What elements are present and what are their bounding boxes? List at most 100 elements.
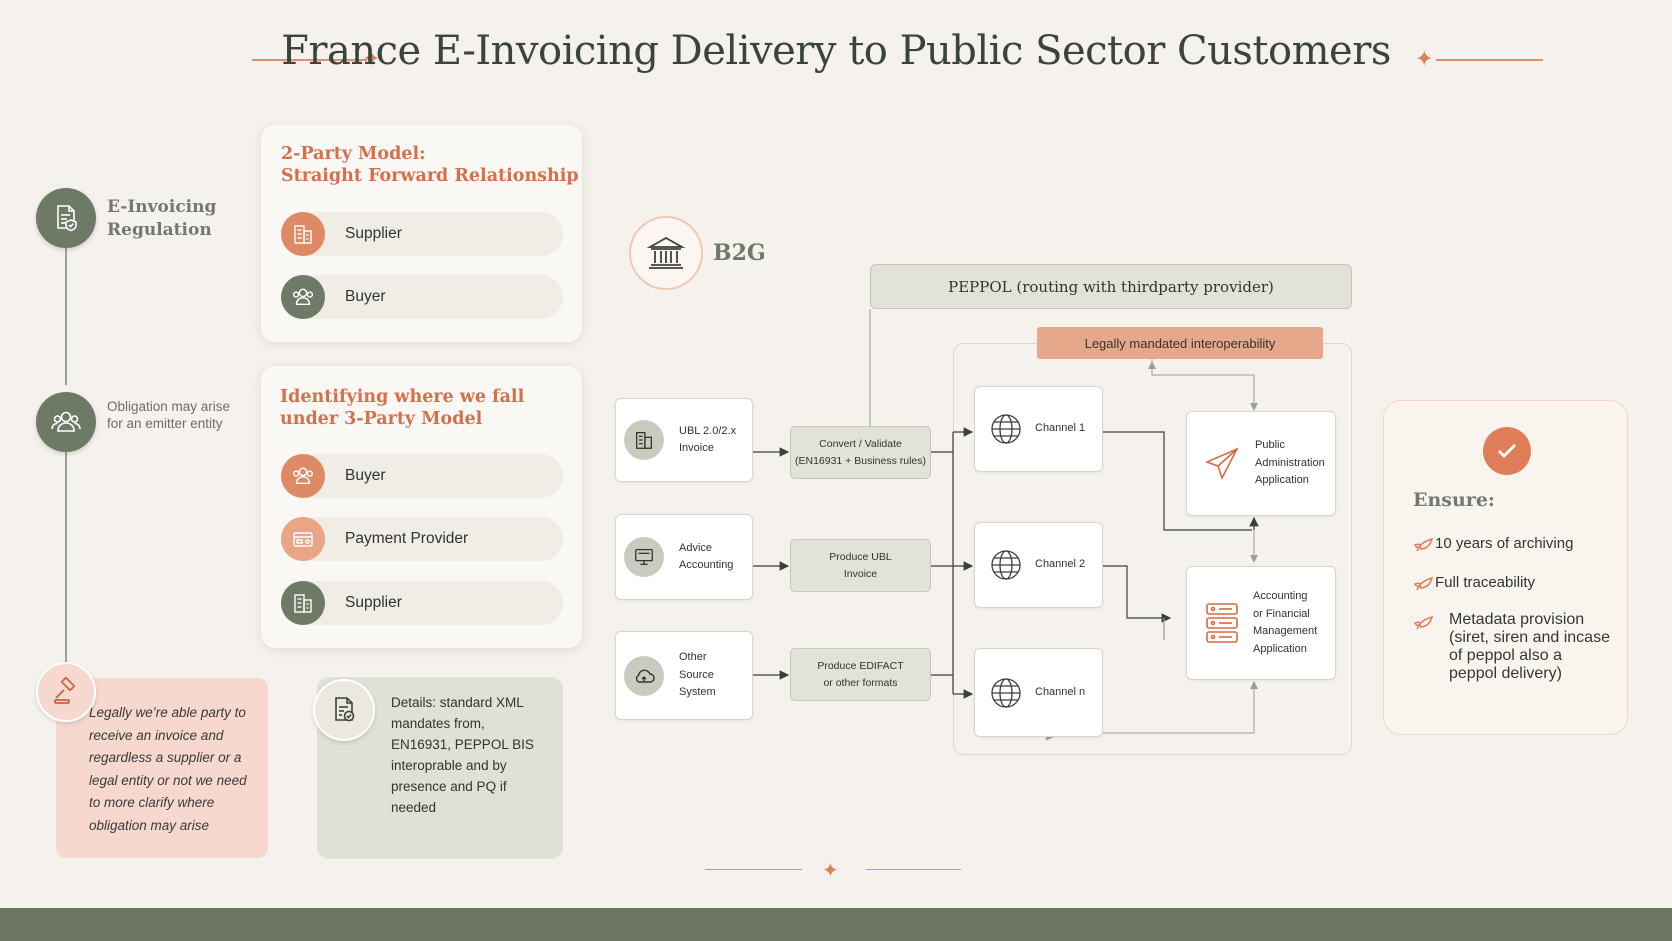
source-node-accounting: Advice Accounting	[615, 514, 753, 600]
title-rule-right	[1436, 59, 1543, 61]
sprout-icon	[1413, 615, 1434, 630]
pill-label: Buyer	[345, 288, 386, 305]
ensure-item-line: (siret, siren and incase	[1449, 629, 1610, 646]
source-label-line: Source	[679, 668, 714, 681]
ensure-title: Ensure:	[1413, 489, 1495, 511]
ensure-item-line: 10 years of archiving	[1435, 535, 1574, 552]
three-party-card: Identifying where we fall under 3-Party …	[261, 366, 582, 648]
pill-label: Supplier	[345, 594, 402, 611]
bottom-rule-left	[705, 869, 802, 871]
ensure-item-text: 10 years of archiving	[1435, 533, 1573, 555]
ensure-item: Full traceability	[1413, 572, 1618, 594]
target-label-line: Accounting	[1253, 590, 1308, 602]
process-produce-ubl: Produce UBL Invoice	[790, 539, 931, 592]
source-label-line: UBL 2.0/2.x	[679, 424, 737, 437]
pill-buyer: Buyer	[281, 454, 563, 498]
ensure-item-text: Full traceability	[1435, 572, 1535, 594]
sprout-icon	[1413, 537, 1434, 552]
channel-label: Channel 1	[1035, 422, 1086, 435]
globe-icon	[991, 677, 1021, 708]
building-icon	[281, 212, 325, 256]
bottom-rule-right	[866, 869, 961, 871]
channel-label: Channel 2	[1035, 558, 1086, 571]
process-label-line: Produce UBL	[829, 550, 892, 563]
sparkle-icon: ✦	[1415, 46, 1434, 71]
cloud-icon	[624, 655, 664, 696]
ensure-card: Ensure: 10 years of archiving Full trace…	[1383, 400, 1628, 735]
legal-note-box: Legally we’re able party to receive an i…	[56, 678, 268, 858]
pill-label: Payment Provider	[345, 530, 469, 547]
ensure-item: 10 years of archiving	[1413, 533, 1618, 555]
source-node-ubl: UBL 2.0/2.x Invoice	[615, 398, 753, 482]
footer-band	[0, 908, 1672, 941]
ensure-item-text: Metadata provision (siret, siren and inc…	[1449, 611, 1610, 683]
source-label: Other Source System	[679, 649, 716, 702]
target-label: Accounting or Financial Management Appli…	[1253, 588, 1317, 658]
timeline-line	[65, 450, 67, 665]
timeline-line	[65, 245, 67, 385]
target-accounting: Accounting or Financial Management Appli…	[1186, 566, 1336, 680]
channel-node: Channel n	[974, 648, 1103, 737]
channel-node: Channel 1	[974, 386, 1103, 472]
government-building-icon	[629, 216, 703, 290]
target-label-line: Administration	[1255, 456, 1325, 469]
target-label-line: Public	[1255, 439, 1285, 452]
source-label: Advice Accounting	[679, 540, 733, 575]
server-icon	[1206, 603, 1238, 643]
globe-icon	[991, 414, 1021, 444]
ensure-list: 10 years of archiving Full traceability …	[1413, 533, 1618, 683]
process-label-line: Produce EDIFACT	[817, 659, 904, 672]
pill-payment-provider: Payment Provider	[281, 517, 563, 561]
channel-label: Channel n	[1035, 685, 1086, 698]
paper-plane-icon	[1204, 446, 1239, 480]
details-text: Details: standard XML mandates from, EN1…	[391, 695, 534, 815]
mandate-label: Legally mandated interoperability	[1037, 327, 1323, 359]
source-label-line: Advice	[679, 541, 713, 554]
source-label-line: Other	[679, 651, 707, 664]
source-label-line: Accounting	[679, 559, 734, 571]
pill-buyer: Buyer	[281, 275, 563, 319]
building-icon	[624, 420, 664, 460]
title-rule-left	[252, 59, 367, 61]
source-node-other: Other Source System	[615, 631, 753, 720]
three-party-title: Identifying where we fall under 3-Party …	[280, 386, 524, 430]
two-party-title-line: 2-Party Model:	[281, 144, 426, 164]
document-check-icon	[313, 679, 375, 741]
source-label-line: Invoice	[679, 442, 714, 454]
two-party-card: 2-Party Model: Straight Forward Relation…	[261, 125, 582, 342]
source-label-line: System	[679, 686, 716, 699]
ensure-item-line: of peppol also a	[1449, 647, 1562, 664]
ensure-item: Metadata provision (siret, siren and inc…	[1413, 611, 1618, 683]
target-label-line: Application	[1255, 474, 1309, 487]
channel-node: Channel 2	[974, 522, 1103, 608]
peppol-bar: PEPPOL (routing with thirdparty provider…	[870, 264, 1352, 309]
pill-supplier: Supplier	[281, 212, 563, 256]
payment-card-icon	[281, 517, 325, 561]
sparkle-icon: ✦	[362, 46, 381, 71]
three-party-title-line: Identifying where we fall	[280, 387, 525, 407]
process-label-line: Convert / Validate	[819, 437, 902, 450]
process-convert-validate: Convert / Validate (EN16931 + Business r…	[790, 426, 931, 479]
page-title: France E-Invoicing Delivery to Public Se…	[281, 28, 1391, 74]
two-party-title-line: Straight Forward Relationship	[281, 166, 579, 186]
ensure-item-line: Full traceability	[1435, 574, 1536, 591]
pill-supplier: Supplier	[281, 581, 563, 625]
ensure-item-line: Metadata provision	[1449, 611, 1585, 628]
checkmark-icon	[1483, 427, 1531, 475]
building-icon	[281, 581, 325, 625]
sprout-icon	[1413, 576, 1434, 591]
two-party-title: 2-Party Model: Straight Forward Relation…	[281, 143, 579, 187]
target-label-line: Management	[1253, 625, 1318, 637]
pill-label: Supplier	[345, 225, 402, 242]
process-label-line: Invoice	[843, 567, 878, 580]
pill-label: Buyer	[345, 467, 386, 484]
b2g-label: B2G	[713, 240, 766, 266]
monitor-icon	[624, 537, 664, 577]
group-icon	[281, 454, 325, 498]
source-label: UBL 2.0/2.x Invoice	[679, 423, 736, 458]
process-produce-edifact: Produce EDIFACT or other formats	[790, 648, 931, 701]
target-label: Public Administration Application	[1255, 437, 1325, 490]
process-label-line: or other formats	[823, 676, 898, 689]
ensure-item-line: peppol delivery)	[1449, 665, 1562, 682]
sparkle-icon: ✦	[822, 860, 839, 882]
